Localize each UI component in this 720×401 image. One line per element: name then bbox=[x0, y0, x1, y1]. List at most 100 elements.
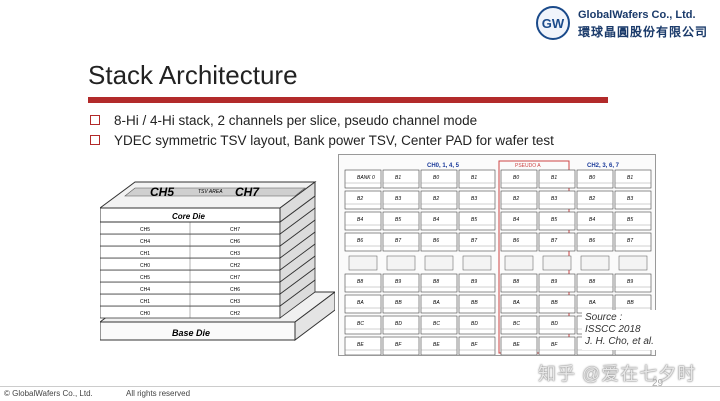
bullet-item: YDEC symmetric TSV layout, Bank power TS… bbox=[90, 130, 554, 150]
bank-label: B5 bbox=[471, 217, 477, 223]
bank-label: B6 bbox=[513, 238, 519, 244]
bank-label: BE bbox=[513, 342, 520, 348]
logo-mark: GW bbox=[536, 6, 570, 40]
stack-layer-label-right: CH2 bbox=[230, 263, 240, 269]
slide-title: Stack Architecture bbox=[88, 60, 298, 90]
bank-cell bbox=[420, 211, 458, 231]
bank-label: BD bbox=[395, 321, 402, 327]
bank-cell bbox=[458, 211, 496, 231]
bank-label: B8 bbox=[513, 279, 519, 285]
center-pad-block bbox=[580, 255, 610, 271]
bank-cell bbox=[614, 232, 652, 252]
bank-cell bbox=[344, 294, 382, 314]
bank-label: B5 bbox=[551, 217, 557, 223]
bank-label: B7 bbox=[627, 238, 633, 244]
bank-cell bbox=[382, 190, 420, 210]
bank-label: B8 bbox=[357, 279, 363, 285]
bank-cell bbox=[500, 169, 538, 189]
bank-label: B9 bbox=[551, 279, 557, 285]
bank-label: B8 bbox=[433, 279, 439, 285]
stack-layer-label-left: CH5 bbox=[140, 275, 150, 281]
core-die-label: Core Die bbox=[172, 212, 205, 221]
bank-label: B3 bbox=[471, 196, 477, 202]
bank-label: BF bbox=[395, 342, 402, 348]
header-left: CH0, 1, 4, 5 bbox=[427, 163, 460, 169]
bank-label: B0 bbox=[589, 175, 595, 181]
bank-cell bbox=[344, 273, 382, 293]
bank-label: B2 bbox=[357, 196, 363, 202]
watermark: 知乎 @爱在七夕时 bbox=[538, 364, 697, 384]
bank-cell bbox=[614, 273, 652, 293]
bullet-item: 8-Hi / 4-Hi stack, 2 channels per slice,… bbox=[90, 110, 554, 130]
bank-cell bbox=[382, 294, 420, 314]
bank-cell bbox=[420, 294, 458, 314]
center-pad-block bbox=[424, 255, 454, 271]
bullet-box-icon bbox=[90, 135, 100, 145]
bank-cell bbox=[538, 190, 576, 210]
bank-label: B1 bbox=[395, 175, 401, 181]
bank-cell bbox=[576, 273, 614, 293]
floorplan-panel: CH0, 1, 4, 5 PSEUDO A CH2, 3, 6, 7 BANK … bbox=[338, 154, 656, 356]
center-pad-block bbox=[462, 255, 492, 271]
bank-label: B5 bbox=[395, 217, 401, 223]
center-pad-block bbox=[504, 255, 534, 271]
bank-cell bbox=[500, 190, 538, 210]
bank-cell bbox=[382, 273, 420, 293]
bank-label: B6 bbox=[589, 238, 595, 244]
bank-label: B7 bbox=[551, 238, 557, 244]
bank-label: B5 bbox=[627, 217, 633, 223]
tsv-area-band bbox=[124, 187, 306, 197]
bank-label: B3 bbox=[627, 196, 633, 202]
bank-cell bbox=[500, 315, 538, 335]
bank-label: B1 bbox=[627, 175, 633, 181]
header-mid: PSEUDO A bbox=[515, 163, 541, 169]
bank-cell bbox=[420, 315, 458, 335]
bank-cell bbox=[382, 315, 420, 335]
bank-cell bbox=[344, 232, 382, 252]
stack-layer-label-right: CH3 bbox=[230, 299, 240, 305]
bank-cell bbox=[344, 211, 382, 231]
stack-layer-label-right: CH2 bbox=[230, 311, 240, 317]
bank-cell bbox=[614, 211, 652, 231]
bank-label: BA bbox=[589, 300, 596, 306]
bank-cell bbox=[344, 169, 382, 189]
center-pad-block bbox=[618, 255, 648, 271]
center-pad-row bbox=[348, 255, 648, 271]
bank-cell bbox=[458, 169, 496, 189]
bank-label: B9 bbox=[395, 279, 401, 285]
bullet-list: 8-Hi / 4-Hi stack, 2 channels per slice,… bbox=[90, 110, 554, 150]
bank-label: BD bbox=[471, 321, 478, 327]
bank-label: B0 bbox=[433, 175, 439, 181]
bank-label: B1 bbox=[471, 175, 477, 181]
bank-label: B3 bbox=[551, 196, 557, 202]
bank-cell bbox=[458, 232, 496, 252]
bank-cell bbox=[500, 273, 538, 293]
bank-cell bbox=[500, 232, 538, 252]
bank-label: B9 bbox=[471, 279, 477, 285]
bank-cell bbox=[420, 169, 458, 189]
footer-divider bbox=[0, 386, 720, 387]
ch7-top-label: CH7 bbox=[235, 185, 260, 199]
stack-layer-label-right: CH7 bbox=[230, 227, 240, 233]
bank-label: BE bbox=[433, 342, 440, 348]
floorplan-svg: CH0, 1, 4, 5 PSEUDO A CH2, 3, 6, 7 BANK … bbox=[344, 160, 652, 356]
bank-cell bbox=[538, 169, 576, 189]
bank-cell bbox=[458, 273, 496, 293]
bank-label: B2 bbox=[513, 196, 519, 202]
bank-cell bbox=[344, 190, 382, 210]
stack-layer-label-right: CH3 bbox=[230, 251, 240, 257]
bank-cell bbox=[538, 211, 576, 231]
source-citation: Source : ISSCC 2018 J. H. Cho, et al. bbox=[582, 310, 657, 350]
bank-label: B6 bbox=[357, 238, 363, 244]
company-name-en: GlobalWafers Co., Ltd. bbox=[578, 9, 696, 21]
bank-label: B1 bbox=[551, 175, 557, 181]
bank-label: B4 bbox=[357, 217, 363, 223]
bank-cell bbox=[576, 211, 614, 231]
company-logo: GW GlobalWafers Co., Ltd. 環球晶圓股份有限公司 bbox=[536, 6, 716, 42]
bullet-box-icon bbox=[90, 115, 100, 125]
ch5-top-label: CH5 bbox=[150, 185, 174, 199]
bank-label: BF bbox=[471, 342, 478, 348]
bank-label: BA bbox=[433, 300, 440, 306]
bank-label: B4 bbox=[513, 217, 519, 223]
bank-cell bbox=[538, 294, 576, 314]
